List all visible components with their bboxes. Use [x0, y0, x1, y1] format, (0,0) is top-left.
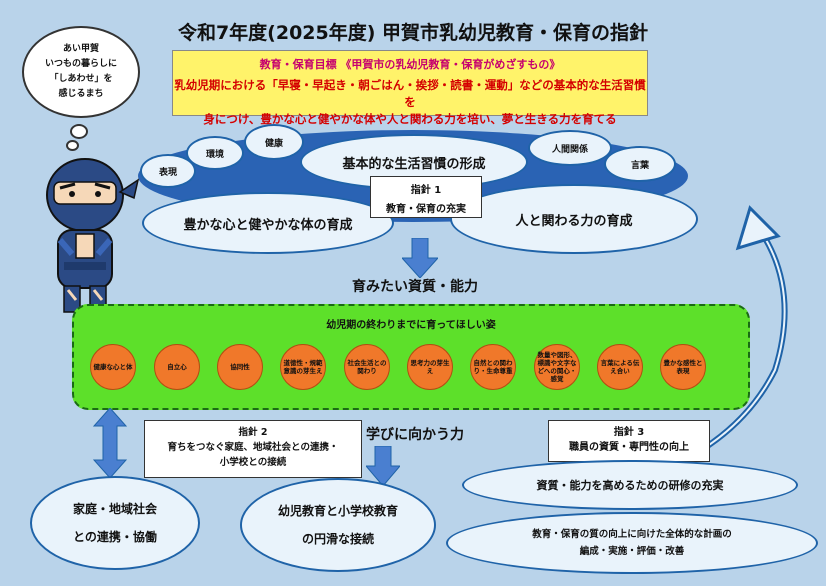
circle-6: 思考力の芽生え — [407, 344, 453, 390]
learning-heading: 学びに向かう力 — [366, 427, 464, 443]
domain-kotoba-label: 言葉 — [630, 160, 649, 171]
circle-1: 健康な心と体 — [90, 344, 136, 390]
abilities-heading: 育みたい資質・能力 — [352, 279, 478, 295]
domain-hyogen: 表現 — [140, 154, 196, 188]
desired-figures-title: 幼児期の終わりまでに育ってほしい姿 — [326, 320, 496, 331]
policy-3-box: 指針 3 職員の資質・専門性の向上 — [548, 420, 710, 462]
goal-heading: 教育・保育目標 《甲賀市の乳幼児教育・保育がめざすもの》 — [259, 58, 561, 71]
circle-2: 自立心 — [154, 344, 200, 390]
bubble-dot-1 — [70, 124, 88, 139]
arrow-down-abilities — [402, 238, 438, 278]
relations-label: 人と関わる力の育成 — [515, 213, 633, 229]
plan-ellipse: 教育・保育の質の向上に向けた全体的な計画の 編成・実施・評価・改善 — [446, 512, 818, 574]
transition-ellipse: 幼児教育と小学校教育 の円滑な接続 — [240, 478, 436, 572]
domain-kankyo: 環境 — [186, 136, 244, 170]
circle-7: 自然との関わり・生命尊重 — [470, 344, 516, 390]
heart-body-label: 豊かな心と健やかな体の育成 — [183, 217, 353, 233]
circle-8: 数量や図形、標識や文字などへの関心・感覚 — [534, 344, 580, 390]
bubble-line-1: あい甲賀 — [62, 44, 99, 54]
plan-line-2: 編成・実施・評価・改善 — [579, 546, 685, 557]
domain-kenko-label: 健康 — [264, 138, 283, 149]
training-ellipse: 資質・能力を高めるための研修の充実 — [462, 460, 798, 510]
goal-box: 教育・保育目標 《甲賀市の乳幼児教育・保育がめざすもの》 乳幼児期における「早寝… — [172, 50, 648, 126]
relations-ellipse: 人と関わる力の育成 — [450, 184, 698, 254]
transition-line-2: の円滑な接続 — [301, 532, 374, 546]
domain-kotoba: 言葉 — [604, 146, 676, 182]
page-title: 令和7年度(2025年度) 甲賀市乳幼児教育・保育の指針 — [177, 22, 649, 44]
policy-3-text: 職員の資質・専門性の向上 — [569, 442, 689, 453]
transition-line-1: 幼児教育と小学校教育 — [277, 504, 398, 518]
plan-line-1: 教育・保育の質の向上に向けた全体的な計画の — [532, 529, 732, 540]
circle-3: 協同性 — [217, 344, 263, 390]
policy-2-line-1: 育ちをつなぐ家庭、地域社会との連携・ — [167, 442, 339, 453]
family-line-1: 家庭・地域社会 — [72, 502, 157, 516]
goal-line-2: 身につけ、豊かな心と健やかな体や人と関わる力を培い、夢と生きる力を育てる — [203, 112, 617, 126]
circle-4: 道徳性・規範意識の芽生え — [280, 344, 326, 390]
domain-kankyo-label: 環境 — [205, 149, 224, 160]
goal-line-1: 乳幼児期における「早寝・早起き・朝ごはん・挨拶・読書・運動」などの基本的な生活習… — [174, 78, 646, 109]
policy-3-label: 指針 3 — [613, 427, 645, 438]
domain-ningen-label: 人間関係 — [551, 144, 588, 155]
heart-body-ellipse: 豊かな心と健やかな体の育成 — [142, 192, 394, 254]
policy-2-line-2: 小学校との接続 — [219, 457, 287, 468]
policy-1-text: 教育・保育の充実 — [386, 204, 466, 215]
domain-hyogen-label: 表現 — [158, 167, 177, 178]
bubble-line-4: 感じるまち — [58, 89, 104, 99]
policy-2-box: 指針 2 育ちをつなぐ家庭、地域社会との連携・ 小学校との接続 — [144, 420, 362, 478]
family-line-2: との連携・協働 — [73, 530, 157, 544]
circle-9: 言葉による伝え合い — [597, 344, 643, 390]
training-label: 資質・能力を高めるための研修の充実 — [536, 479, 724, 492]
thought-bubble: あい甲賀 いつもの暮らしに 「しあわせ」を 感じるまち — [22, 26, 140, 118]
bubble-dot-2 — [66, 140, 79, 151]
circle-10: 豊かな感性と表現 — [660, 344, 706, 390]
habits-label: 基本的な生活習慣の形成 — [342, 156, 486, 172]
family-ellipse: 家庭・地域社会 との連携・協働 — [30, 476, 200, 570]
bubble-line-2: いつもの暮らしに — [44, 59, 117, 69]
policy-1-box: 指針 1 教育・保育の充実 — [370, 176, 482, 218]
ninja-character — [46, 158, 140, 313]
arrow-down-transition — [366, 446, 400, 486]
bubble-line-3: 「しあわせ」を — [49, 74, 113, 84]
domain-kenko: 健康 — [244, 124, 304, 160]
policy-2-label: 指針 2 — [238, 427, 268, 438]
circles-row: 健康な心と体 自立心 協同性 道徳性・規範意識の芽生え 社会生活との関わり 思考… — [90, 344, 730, 394]
circle-5: 社会生活との関わり — [344, 344, 390, 390]
policy-1-label: 指針 1 — [410, 185, 442, 196]
arrow-updown-family — [92, 408, 128, 478]
domain-ningen: 人間関係 — [528, 130, 612, 166]
